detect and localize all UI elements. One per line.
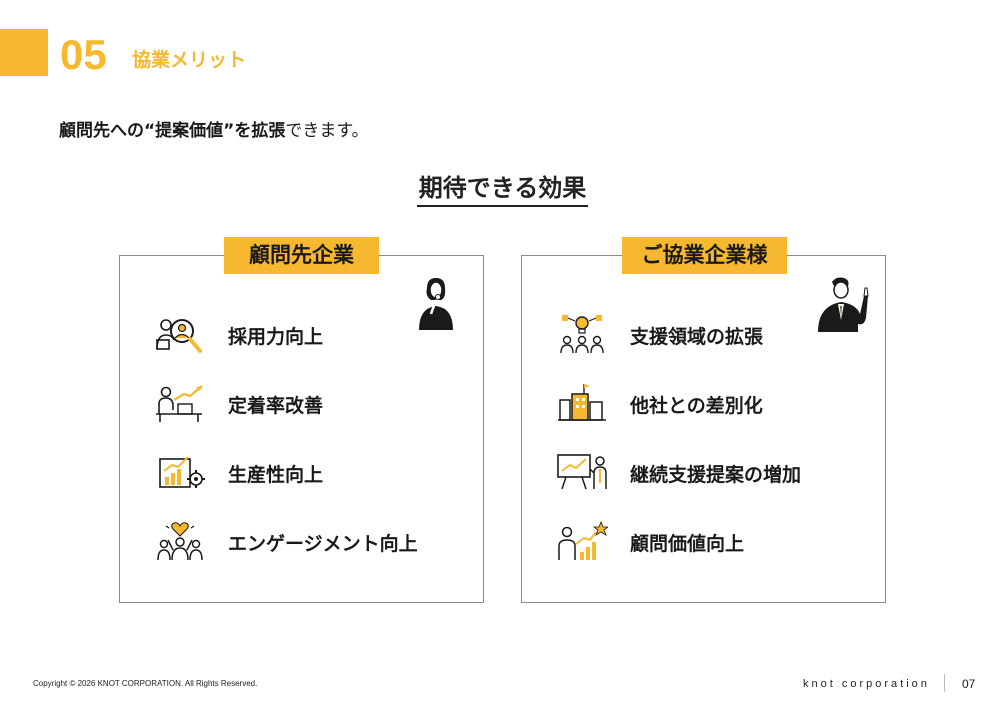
presentation-board-icon — [556, 451, 608, 495]
left-item-1-label: 採用力向上 — [228, 325, 324, 348]
lead-strong: 顧問先への“提案価値”を拡張 — [59, 121, 286, 141]
lead-rest: できます。 — [285, 121, 369, 141]
left-item-1: 採用力向上 — [154, 313, 323, 357]
heart-team-icon — [154, 520, 206, 564]
right-item-2-label: 他社との差別化 — [630, 394, 763, 417]
brand-name: knot corporation — [803, 678, 930, 690]
magnifier-people-icon — [154, 313, 206, 357]
partner-company-panel-title: ご協業企業様 — [622, 237, 787, 274]
section-accent-block — [0, 29, 48, 76]
right-item-2: 他社との差別化 — [556, 382, 763, 426]
buildings-flag-icon — [556, 382, 608, 426]
right-item-3-label: 継続支援提案の増加 — [630, 463, 802, 486]
lead-text: 顧問先への“提案価値”を拡張できます。 — [59, 118, 369, 144]
effects-heading-text: 期待できる効果 — [416, 172, 589, 207]
right-item-4: 顧問価値向上 — [556, 520, 744, 564]
left-item-2-label: 定着率改善 — [228, 394, 324, 417]
page-number: 07 — [962, 677, 976, 691]
left-item-2: 定着率改善 — [154, 382, 323, 426]
left-item-4-label: エンゲージメント向上 — [228, 532, 418, 555]
lightbulb-network-icon — [556, 313, 608, 357]
left-item-3-label: 生産性向上 — [228, 463, 324, 486]
person-chart-star-icon — [556, 520, 608, 564]
copyright-text: Copyright © 2026 KNOT CORPORATION. All R… — [33, 679, 258, 688]
right-item-1-label: 支援領域の拡張 — [630, 325, 764, 348]
pointing-man-illustration — [814, 274, 876, 332]
section-title: 協業メリット — [132, 49, 247, 71]
effects-heading: 期待できる効果 — [0, 172, 1005, 207]
client-company-panel-title: 顧問先企業 — [224, 237, 379, 274]
left-item-3: 生産性向上 — [154, 451, 323, 495]
footer-divider — [944, 674, 945, 692]
chart-gear-icon — [154, 451, 206, 495]
right-item-1: 支援領域の拡張 — [556, 313, 763, 357]
right-item-3: 継続支援提案の増加 — [556, 451, 801, 495]
left-item-4: エンゲージメント向上 — [154, 520, 418, 564]
thinking-woman-illustration — [413, 274, 457, 330]
person-desk-growth-icon — [154, 382, 206, 426]
section-number: 05 — [60, 31, 107, 78]
right-item-4-label: 顧問価値向上 — [630, 532, 745, 555]
